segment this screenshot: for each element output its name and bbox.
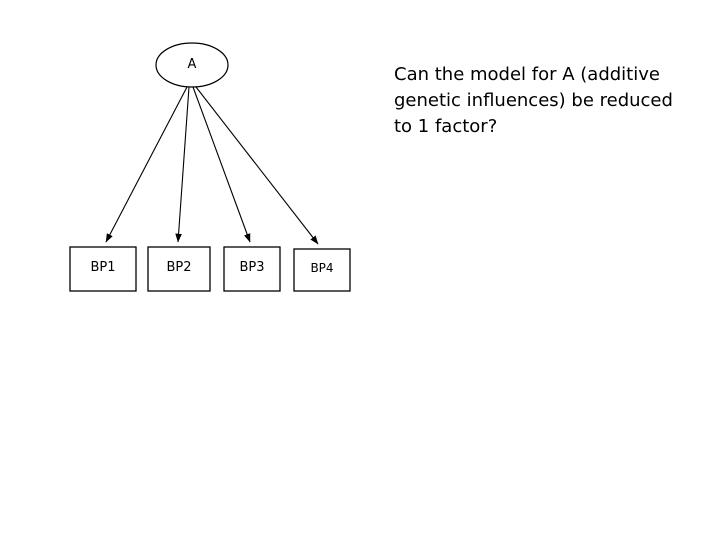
observed-node-bp4-label: BP4	[310, 261, 334, 275]
path-a-to-bp4	[195, 86, 319, 245]
observed-node-bp1	[69, 246, 137, 292]
observed-node-bp3	[223, 246, 281, 292]
question-annotation: Can the model for A (additive genetic in…	[394, 64, 673, 138]
observed-node-bp3-label: BP3	[239, 260, 265, 275]
path-a-to-bp2	[175, 86, 190, 243]
observed-node-bp1-label: BP1	[90, 260, 116, 275]
path-a-to-bp1	[105, 86, 188, 243]
latent-node-a-label: A	[187, 57, 197, 72]
observed-node-bp2-label: BP2	[166, 260, 192, 275]
path-a-to-bp3	[192, 86, 251, 243]
latent-node-a	[155, 42, 229, 88]
observed-node-bp4	[293, 248, 351, 292]
observed-node-bp2	[147, 246, 211, 292]
